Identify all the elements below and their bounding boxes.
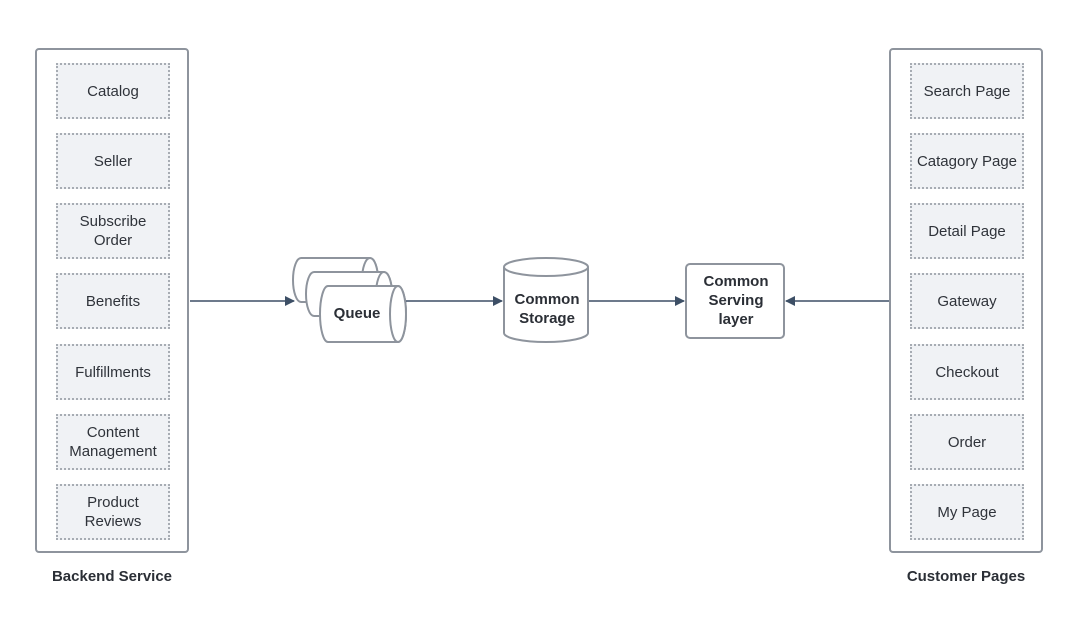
queue-label: Queue bbox=[333, 305, 381, 322]
item-label-line1: Product bbox=[87, 494, 139, 511]
item-label: Gateway bbox=[937, 292, 997, 310]
item-label: Catalog bbox=[87, 82, 139, 100]
serving-label-line3: layer bbox=[718, 311, 754, 328]
item-label: Search Page bbox=[923, 82, 1011, 100]
backend-item-product-reviews: Product Reviews bbox=[56, 484, 170, 540]
common-storage-label: Common Storage bbox=[505, 290, 589, 328]
queue-icon bbox=[292, 257, 407, 343]
customer-item-checkout: Checkout bbox=[910, 344, 1024, 400]
item-label: My Page bbox=[937, 503, 997, 521]
item-label: Detail Page bbox=[928, 222, 1006, 240]
item-label: Fulfillments bbox=[75, 363, 151, 381]
backend-item-benefits: Benefits bbox=[56, 273, 170, 329]
storage-cylinder-icon bbox=[503, 257, 589, 343]
item-label-line2: Order bbox=[93, 232, 133, 249]
customer-item-search-page: Search Page bbox=[910, 63, 1024, 119]
item-label-line2: Reviews bbox=[84, 513, 142, 530]
item-label-line2: Management bbox=[69, 443, 157, 460]
backend-item-content-management: Content Management bbox=[56, 414, 170, 470]
item-label: Checkout bbox=[935, 363, 999, 381]
backend-service-label: Backend Service bbox=[51, 568, 173, 585]
item-label-line1: Content bbox=[86, 424, 140, 441]
customer-item-detail-page: Detail Page bbox=[910, 203, 1024, 259]
backend-item-catalog: Catalog bbox=[56, 63, 170, 119]
storage-label-line2: Storage bbox=[519, 310, 575, 327]
customer-item-catagory-page: Catagory Page bbox=[910, 133, 1024, 189]
backend-item-fulfillments: Fulfillments bbox=[56, 344, 170, 400]
customer-pages-label: Customer Pages bbox=[906, 568, 1026, 585]
serving-layer-box bbox=[685, 263, 785, 339]
common-serving-layer-label: Common Serving layer bbox=[687, 272, 785, 329]
item-label-line1: Subscribe bbox=[79, 213, 147, 230]
customer-item-my-page: My Page bbox=[910, 484, 1024, 540]
serving-label-line1: Common bbox=[703, 273, 769, 290]
backend-item-subscribe-order: Subscribe Order bbox=[56, 203, 170, 259]
item-label: Seller bbox=[93, 152, 133, 170]
queue-cylinder-front bbox=[319, 285, 407, 343]
customer-pages-panel: Search Page Catagory Page Detail Page Ga… bbox=[889, 48, 1043, 553]
storage-label-line1: Common bbox=[514, 291, 580, 308]
item-label: Order bbox=[947, 433, 987, 451]
backend-item-seller: Seller bbox=[56, 133, 170, 189]
backend-service-panel: Catalog Seller Subscribe Order Benefits … bbox=[35, 48, 189, 553]
customer-item-gateway: Gateway bbox=[910, 273, 1024, 329]
customer-item-order: Order bbox=[910, 414, 1024, 470]
item-label: Catagory Page bbox=[916, 152, 1018, 170]
serving-label-line2: Serving bbox=[708, 292, 764, 309]
item-label: Benefits bbox=[85, 292, 141, 310]
